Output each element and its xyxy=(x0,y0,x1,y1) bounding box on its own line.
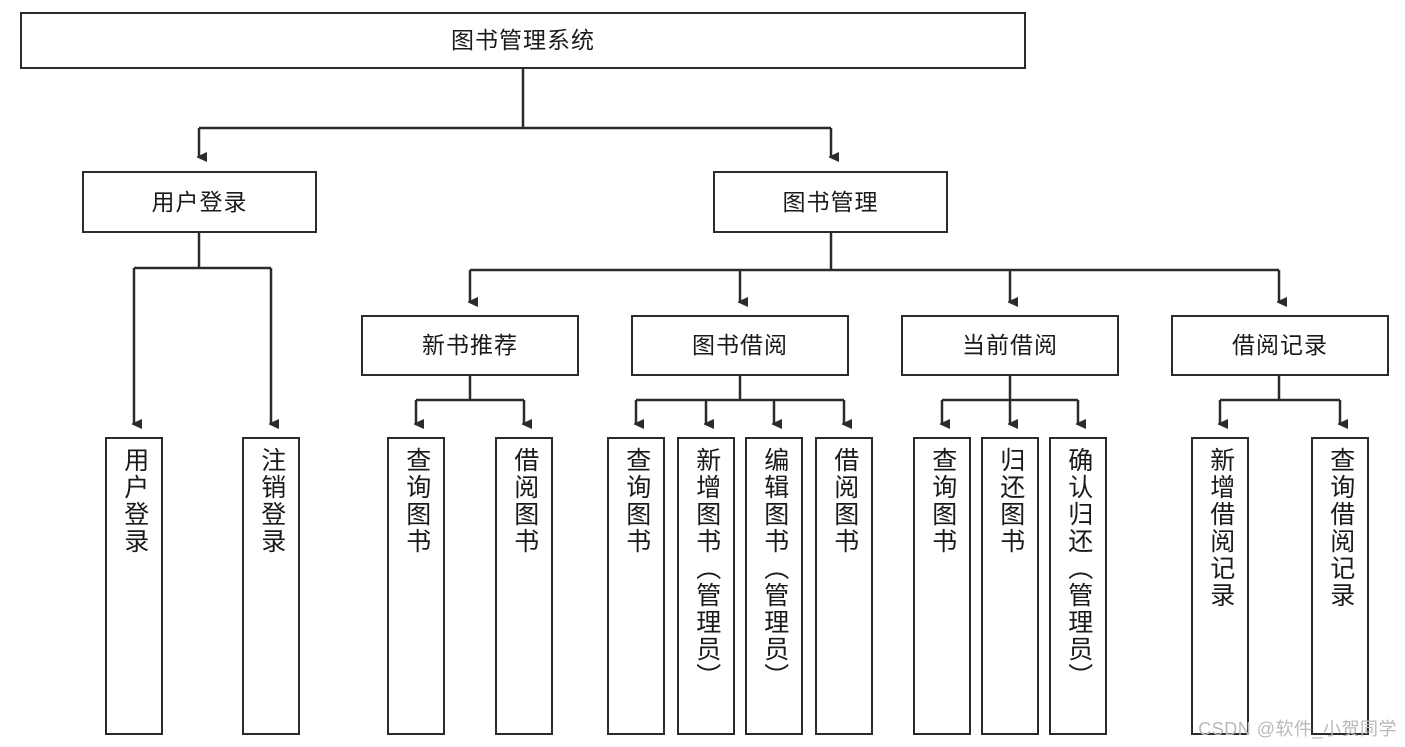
node-leaf-borrow-edit-label: 编辑图书（管理员） xyxy=(760,447,789,690)
node-leaf-rec-borrow-label: 借阅图书 xyxy=(510,447,539,555)
node-root-label: 图书管理系统 xyxy=(451,27,595,54)
node-leaf-rec-borrow[interactable]: 借阅图书 xyxy=(495,437,553,735)
node-leaf-rec-query-label: 查询图书 xyxy=(402,447,431,555)
node-leaf-current-query[interactable]: 查询图书 xyxy=(913,437,971,735)
node-leaf-borrow-query-label: 查询图书 xyxy=(622,447,651,555)
node-leaf-current-confirm[interactable]: 确认归还（管理员） xyxy=(1049,437,1107,735)
node-leaf-user-logout-label: 注销登录 xyxy=(257,447,286,555)
node-leaf-rec-query[interactable]: 查询图书 xyxy=(387,437,445,735)
node-borrow-record[interactable]: 借阅记录 xyxy=(1171,315,1389,376)
node-new-book-rec[interactable]: 新书推荐 xyxy=(361,315,579,376)
node-user-login-label: 用户登录 xyxy=(151,188,248,215)
node-leaf-borrow-add[interactable]: 新增图书（管理员） xyxy=(677,437,735,735)
node-leaf-borrow-lend[interactable]: 借阅图书 xyxy=(815,437,873,735)
node-leaf-borrow-edit[interactable]: 编辑图书（管理员） xyxy=(745,437,803,735)
node-leaf-borrow-lend-label: 借阅图书 xyxy=(830,447,859,555)
node-leaf-borrow-add-label: 新增图书（管理员） xyxy=(692,447,721,690)
node-leaf-current-confirm-label: 确认归还（管理员） xyxy=(1064,447,1093,690)
node-book-borrow-label: 图书借阅 xyxy=(692,332,788,359)
node-leaf-record-add-label: 新增借阅记录 xyxy=(1206,447,1235,609)
node-book-manage[interactable]: 图书管理 xyxy=(713,171,948,233)
node-leaf-record-add[interactable]: 新增借阅记录 xyxy=(1191,437,1249,735)
node-leaf-record-query-label: 查询借阅记录 xyxy=(1326,447,1355,609)
node-leaf-record-query[interactable]: 查询借阅记录 xyxy=(1311,437,1369,735)
node-leaf-current-return[interactable]: 归还图书 xyxy=(981,437,1039,735)
node-leaf-current-query-label: 查询图书 xyxy=(928,447,957,555)
node-book-borrow[interactable]: 图书借阅 xyxy=(631,315,849,376)
node-leaf-borrow-query[interactable]: 查询图书 xyxy=(607,437,665,735)
node-leaf-user-login[interactable]: 用户登录 xyxy=(105,437,163,735)
node-book-manage-label: 图书管理 xyxy=(782,188,879,215)
node-user-login[interactable]: 用户登录 xyxy=(82,171,317,233)
node-borrow-record-label: 借阅记录 xyxy=(1232,332,1328,359)
node-leaf-user-login-label: 用户登录 xyxy=(120,447,149,555)
node-leaf-current-return-label: 归还图书 xyxy=(996,447,1025,555)
node-root[interactable]: 图书管理系统 xyxy=(20,12,1026,69)
node-current-borrow-label: 当前借阅 xyxy=(962,332,1058,359)
node-leaf-user-logout[interactable]: 注销登录 xyxy=(242,437,300,735)
node-new-book-rec-label: 新书推荐 xyxy=(422,332,518,359)
node-current-borrow[interactable]: 当前借阅 xyxy=(901,315,1119,376)
